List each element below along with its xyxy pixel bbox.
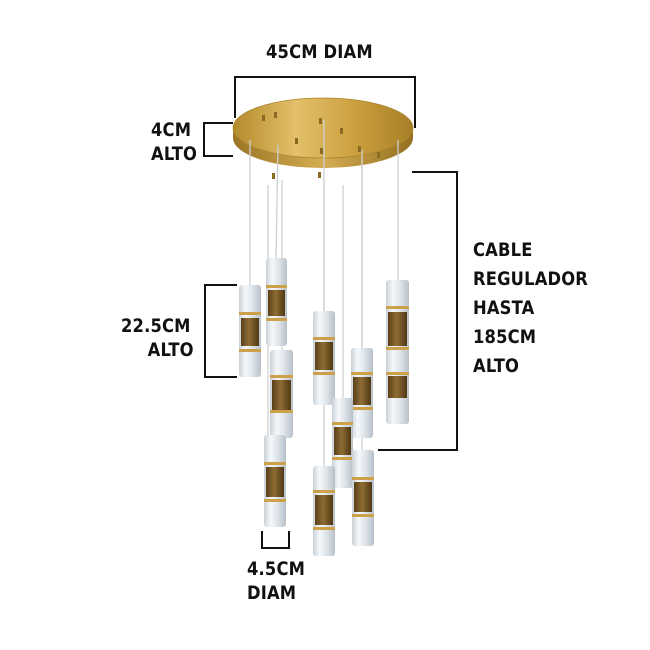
canopy-diameter-label: 45CM DIAM [266,40,373,64]
cable-length-bracket [378,171,458,451]
pendant [332,398,353,488]
cable-length-line-3: HASTA [473,297,535,319]
pendant [239,285,261,377]
pendant [313,466,335,556]
pendant [386,280,409,424]
pendant-height-bracket [204,284,237,378]
pendant [352,450,374,546]
pendant-diameter-unit: DIAM [247,582,297,604]
pendant [270,350,293,438]
pendant [351,348,373,438]
canopy-height-unit: ALTO [151,143,198,165]
canopy-height-bracket [203,122,233,157]
cable-length-line-4: 185CM [473,326,537,348]
pendant [313,311,335,405]
canopy [232,97,414,179]
cable-length-line-2: REGULADOR [473,268,589,290]
cable-length-label: CABLE REGULADOR HASTA 185CM ALTO [473,236,588,381]
dimension-lines [203,76,458,549]
pendant-height-unit: ALTO [147,339,194,361]
pendant-lights [239,258,409,556]
pendant-height-value: 22.5CM [121,315,191,337]
cable-length-line-5: ALTO [473,355,520,377]
canopy-diameter-text: 45CM DIAM [266,41,373,63]
pendant-diameter-value: 4.5CM [247,558,306,580]
pendant [266,258,287,346]
canopy-height-value: 4CM [151,119,192,141]
canopy-diameter-bracket [234,76,416,128]
pendant-diameter-label: 4.5CM DIAM [247,557,305,605]
canopy-height-label: 4CM ALTO [151,118,197,166]
pendant-diameter-bracket [261,531,290,549]
pendant-height-label: 22.5CM ALTO [121,314,194,362]
cable-length-line-1: CABLE [473,239,533,261]
pendant [264,435,286,527]
